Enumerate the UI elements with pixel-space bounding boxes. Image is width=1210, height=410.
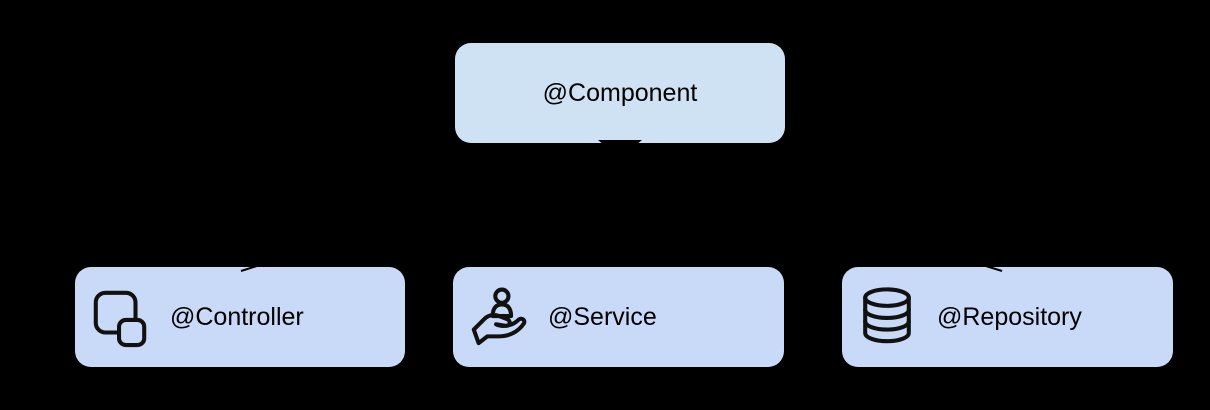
database-icon <box>856 286 918 348</box>
node-component: @Component <box>455 43 785 143</box>
node-repository: @Repository <box>842 267 1173 367</box>
node-repository-label: @Repository <box>937 302 1082 331</box>
connector-controller-to-component <box>240 154 613 272</box>
connector-repository-to-component <box>627 154 1003 272</box>
hand-holding-person-icon <box>467 286 529 348</box>
copy-icon <box>89 286 151 348</box>
node-service-label: @Service <box>548 302 657 331</box>
node-component-label: @Component <box>542 78 698 107</box>
node-controller: @Controller <box>75 267 405 367</box>
node-controller-label: @Controller <box>170 302 304 331</box>
connector-service-to-component <box>617 154 621 267</box>
node-service: @Service <box>453 267 784 367</box>
